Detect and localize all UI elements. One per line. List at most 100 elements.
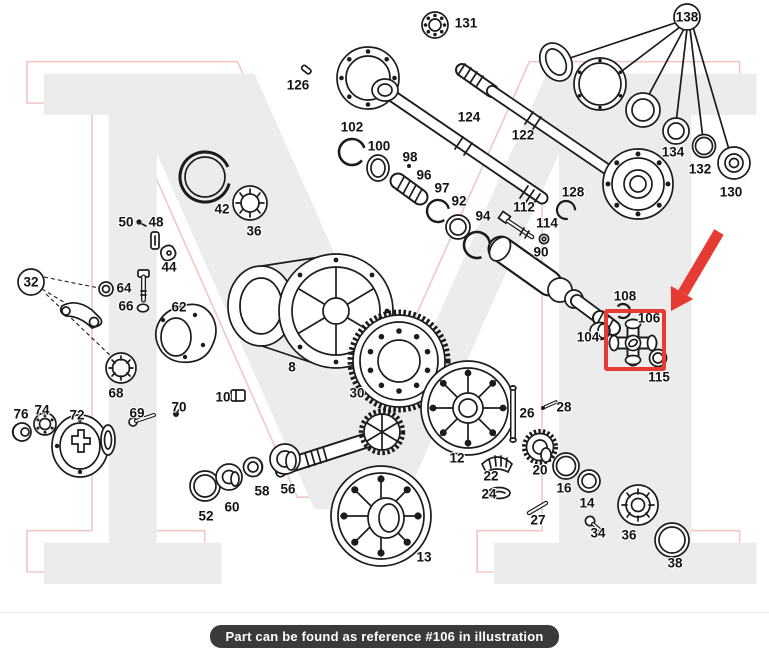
part-100-seal-ring xyxy=(366,154,390,182)
part-label-48: 48 xyxy=(148,215,164,230)
callout-circle xyxy=(673,3,701,31)
part-13-diff-case xyxy=(330,465,432,567)
highlight-arrow-head xyxy=(670,285,694,311)
part-label-64: 64 xyxy=(116,281,132,296)
part-label-74: 74 xyxy=(34,403,50,418)
part-label-122: 122 xyxy=(512,128,535,143)
part-92-seal-ring xyxy=(445,214,471,240)
part-label-30: 30 xyxy=(349,386,364,401)
part-label-130: 130 xyxy=(720,185,743,200)
part-76-cup xyxy=(11,422,32,442)
part-24-thrust-washer xyxy=(487,486,511,500)
part-108-snap-ring xyxy=(614,302,632,320)
part-label-126: 126 xyxy=(287,78,310,93)
part-52-o-ring xyxy=(189,470,221,502)
part-label-8: 8 xyxy=(288,360,296,375)
part-label-90: 90 xyxy=(533,245,548,260)
part-12-diff-flange xyxy=(420,360,516,456)
part-label-38: 38 xyxy=(667,556,683,571)
part-10-plug xyxy=(230,389,246,402)
part-32-linkage xyxy=(59,281,114,329)
part-66-washer xyxy=(136,303,150,313)
part-label-42: 42 xyxy=(214,202,229,217)
part-label-124: 124 xyxy=(458,110,481,125)
callout-label-32: 32 xyxy=(23,275,38,290)
part-label-132: 132 xyxy=(689,162,712,177)
part-label-72: 72 xyxy=(69,408,84,423)
part-label-36: 36 xyxy=(246,224,262,239)
part-27-pin xyxy=(526,500,549,516)
part-64-bolt xyxy=(137,269,150,303)
callout-138: 138 xyxy=(673,3,701,31)
part-96-splined-bushing xyxy=(389,172,429,206)
part-label-94: 94 xyxy=(475,209,491,224)
part-14-ring xyxy=(577,469,601,493)
part-36-bearing-top xyxy=(232,185,268,221)
part-70-pin xyxy=(173,406,182,417)
part-30-ring-gear xyxy=(347,309,451,413)
part-label-102: 102 xyxy=(341,120,364,135)
part-50-ball xyxy=(136,219,147,227)
part-label-26: 26 xyxy=(519,406,535,421)
part-label-115: 115 xyxy=(648,370,670,385)
part-label-60: 60 xyxy=(224,500,239,515)
part-48-lock-plate xyxy=(150,231,160,250)
divider-line xyxy=(0,612,769,613)
part-56-bearing xyxy=(269,443,301,475)
part-16-ring xyxy=(552,452,580,480)
part-label-62: 62 xyxy=(171,300,186,315)
part-label-69: 69 xyxy=(129,406,144,421)
part-label-106: 106 xyxy=(638,311,661,326)
part-label-24: 24 xyxy=(481,487,497,502)
part-38-ring xyxy=(654,522,690,558)
part-group-138-seals xyxy=(538,42,751,180)
part-label-134: 134 xyxy=(662,145,685,160)
part-124-axle-shaft xyxy=(336,46,549,207)
callout-32: 32 xyxy=(17,268,45,296)
part-68-seal xyxy=(105,352,137,384)
part-label-58: 58 xyxy=(254,484,270,499)
part-126-key xyxy=(300,64,312,75)
part-112-bolt xyxy=(497,210,535,240)
part-label-12: 12 xyxy=(449,451,464,466)
callout-label-138: 138 xyxy=(676,10,699,25)
part-74-bearing xyxy=(33,412,57,436)
part-36-bearing-bottom xyxy=(617,484,659,526)
part-90-coupling-shaft xyxy=(487,235,621,336)
highlight-arrow xyxy=(678,229,724,296)
part-label-56: 56 xyxy=(280,482,296,497)
part-label-10: 10 xyxy=(215,390,230,405)
part-label-112: 112 xyxy=(513,200,535,215)
part-94-snap-ring xyxy=(462,230,492,260)
part-131-bearing xyxy=(421,11,449,39)
part-72-hub-flange xyxy=(51,414,116,478)
part-label-96: 96 xyxy=(416,168,432,183)
part-58-bushing xyxy=(242,456,264,478)
part-label-104: 104 xyxy=(577,330,600,345)
part-22-bevel-gear xyxy=(480,455,514,474)
part-label-97: 97 xyxy=(434,181,449,196)
part-97-snap-ring xyxy=(425,198,451,224)
part-label-22: 22 xyxy=(483,469,498,484)
part-label-131: 131 xyxy=(455,16,478,31)
part-label-100: 100 xyxy=(368,139,391,154)
part-69-bolt xyxy=(128,413,156,427)
part-label-68: 68 xyxy=(108,386,124,401)
part-label-70: 70 xyxy=(171,400,186,415)
part-62-bearing-carrier xyxy=(154,303,217,364)
highlight-box xyxy=(604,309,666,371)
part-label-76: 76 xyxy=(13,407,29,422)
part-label-13: 13 xyxy=(416,550,432,565)
part-44-clip xyxy=(160,244,177,262)
part-label-66: 66 xyxy=(118,299,134,314)
part-26-shaft-pin xyxy=(509,385,517,443)
part-label-28: 28 xyxy=(556,400,572,415)
part-34-bolt xyxy=(584,515,603,533)
callout-138-lines xyxy=(569,21,731,154)
part-label-44: 44 xyxy=(161,260,177,275)
part-28-pin xyxy=(541,400,558,410)
part-114-washer xyxy=(538,233,550,245)
part-42-lock-ring xyxy=(178,150,232,204)
part-label-50: 50 xyxy=(118,215,133,230)
